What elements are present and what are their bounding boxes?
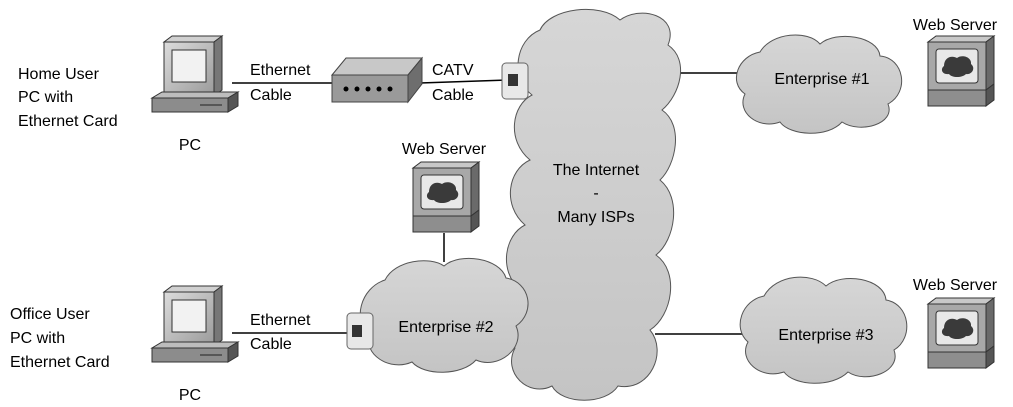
home-user-label-line1: Home User <box>18 66 100 83</box>
web-server-1-label: Web Server <box>913 17 998 34</box>
office-ethernet-label-line2: Cable <box>250 336 292 353</box>
catv-label-line2: Cable <box>432 87 474 104</box>
enterprise-1-label: Enterprise #1 <box>774 71 869 88</box>
catv-label-line1: CATV <box>432 62 474 79</box>
home-user-label-line2: PC with <box>18 89 73 106</box>
home-ethernet-label-line1: Ethernet <box>250 62 311 79</box>
office-pc-label: PC <box>179 387 201 404</box>
catv-wall-jack <box>501 62 529 100</box>
office-user-label-line1: Office User <box>10 306 90 323</box>
enterprise-2-cloud: Enterprise #2 <box>359 257 529 373</box>
internet-label-line3: Many ISPs <box>557 209 634 226</box>
web-server-2-label: Web Server <box>402 141 487 158</box>
catv-link <box>419 79 509 84</box>
office-user-label-line2: PC with <box>10 330 65 347</box>
enterprise-3-label: Enterprise #3 <box>778 327 873 344</box>
modem-led-indicators <box>343 86 393 92</box>
home-ethernet-label-line2: Cable <box>250 87 292 104</box>
web-server-3-label: Web Server <box>913 277 998 294</box>
internet-cloud: The Internet - Many ISPs <box>500 8 682 401</box>
web-server-1 <box>926 35 996 107</box>
home-user-label-line3: Ethernet Card <box>18 113 118 130</box>
web-server-2 <box>411 161 481 233</box>
enterprise-3-cloud: Enterprise #3 <box>739 276 908 384</box>
internet-label-line1: The Internet <box>553 162 640 179</box>
home-pc <box>150 35 240 113</box>
enterprise-1-cloud: Enterprise #1 <box>735 34 903 134</box>
web-server-3 <box>926 297 996 369</box>
office-pc <box>150 285 240 363</box>
office-ethernet-label-line1: Ethernet <box>250 312 311 329</box>
office-user-label-line3: Ethernet Card <box>10 354 110 371</box>
internet-label-line2: - <box>593 185 598 202</box>
home-pc-label: PC <box>179 137 201 154</box>
office-wall-jack <box>346 312 374 350</box>
enterprise-2-label: Enterprise #2 <box>398 319 493 336</box>
cable-modem <box>330 56 424 104</box>
